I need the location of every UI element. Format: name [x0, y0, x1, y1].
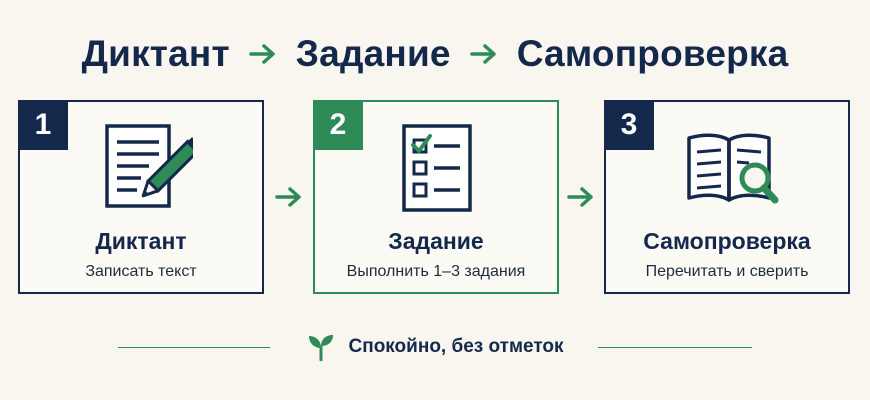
- arrow-right-icon: [249, 44, 275, 64]
- step-card-self-check: 3 Самопроверка Перечитать и сверить: [604, 100, 850, 294]
- footer-note: Спокойно, без отметок: [280, 330, 590, 364]
- writing-document-pencil-icon: [105, 124, 193, 208]
- title-step-2: Задание: [295, 33, 451, 74]
- footer-divider-right: [598, 347, 752, 348]
- arrow-right-icon: [567, 187, 593, 207]
- step-number-badge: 2: [313, 100, 363, 150]
- step-card-task: 2 Задание Выполнить 1–3 задания: [313, 100, 559, 294]
- step-subtitle: Перечитать и сверить: [645, 263, 809, 280]
- step-subtitle: Выполнить 1–3 задания: [346, 263, 526, 280]
- step-subtitle: Записать текст: [85, 263, 197, 280]
- title-step-1: Диктант: [81, 33, 230, 74]
- footer-divider-left: [118, 347, 270, 348]
- step-number-badge: 3: [604, 100, 654, 150]
- step-title: Самопроверка: [643, 228, 811, 254]
- sprout-icon: [308, 335, 333, 361]
- title-step-3: Самопроверка: [516, 33, 789, 74]
- open-book-magnifier-icon: [687, 133, 779, 204]
- arrow-right-icon: [469, 44, 496, 64]
- step-card-dictation: 1 Диктант Записать текст: [18, 100, 264, 294]
- step-number-badge: 1: [18, 100, 68, 150]
- checklist-icon: [402, 124, 472, 212]
- step-title: Задание: [388, 228, 484, 254]
- step-title: Диктант: [95, 228, 187, 254]
- footer-text: Спокойно, без отметок: [348, 336, 564, 357]
- arrow-right-icon: [275, 187, 301, 207]
- page-title: Диктант Задание Самопроверка: [0, 28, 870, 80]
